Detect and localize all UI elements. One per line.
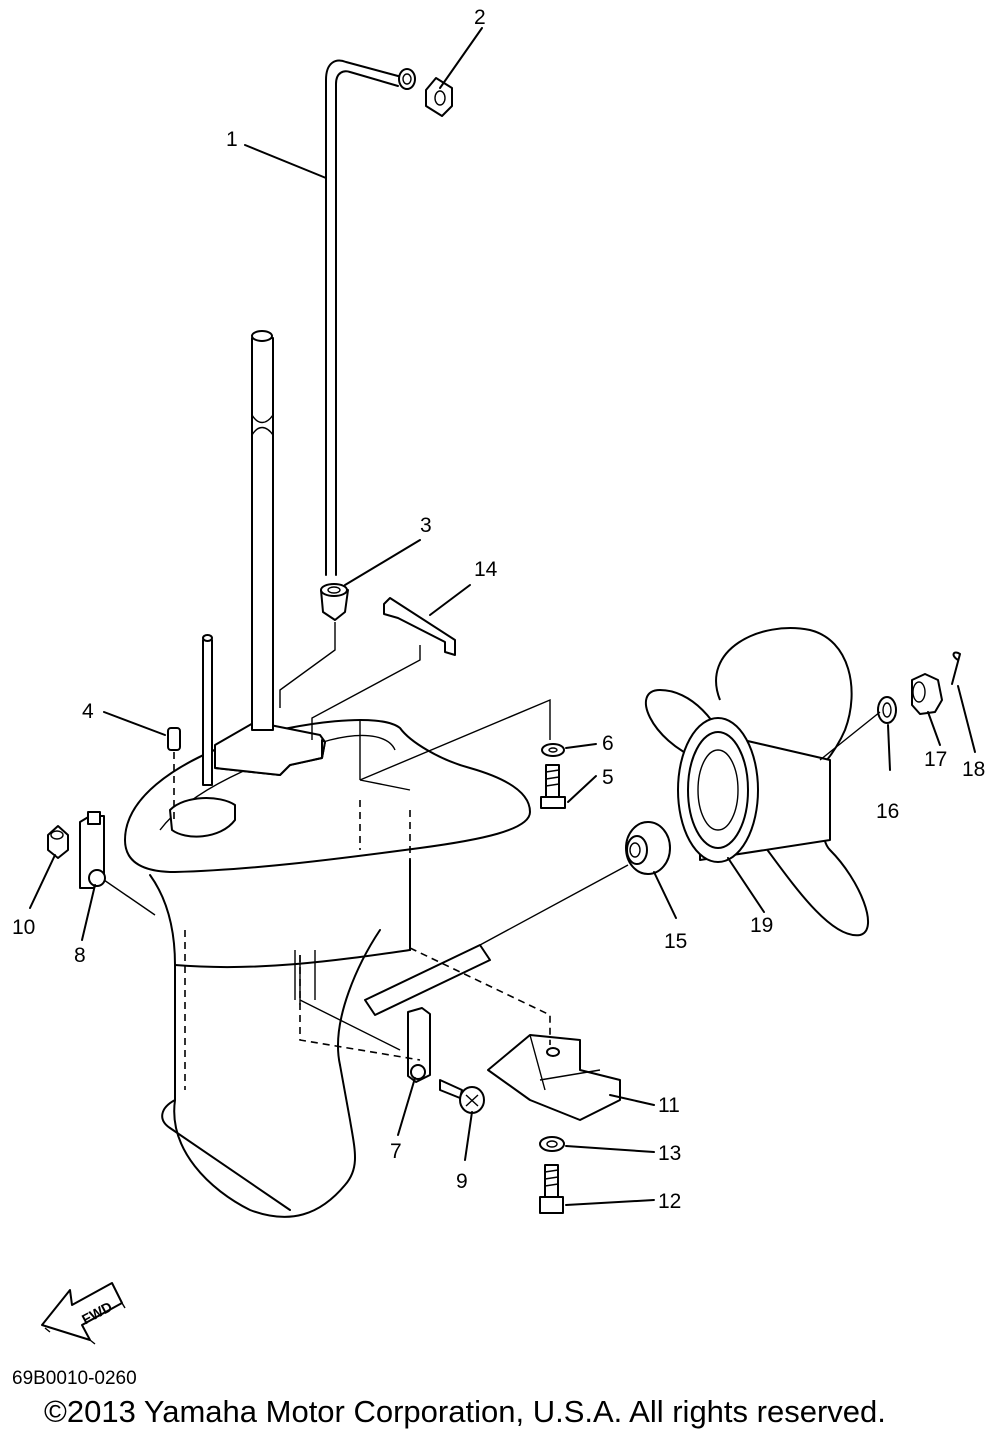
- propeller-shaft: [364, 944, 491, 1016]
- callout-numbers: 1 2 3 4 5 6 7 8 9 10 11 12 13 14 15 16 1…: [12, 6, 985, 1213]
- forward-direction-arrow: FWD: [41, 1282, 126, 1345]
- callout-14: 14: [474, 558, 498, 581]
- part-2-grommet: [425, 77, 453, 117]
- part-12-bolt: [539, 1164, 564, 1214]
- callout-8: 8: [74, 944, 86, 967]
- callout-7: 7: [390, 1140, 402, 1163]
- part-11-anode: [487, 1034, 621, 1121]
- callout-17: 17: [924, 748, 947, 771]
- callout-6: 6: [602, 732, 614, 755]
- part-13-washer: [539, 1136, 565, 1152]
- callout-4: 4: [82, 700, 94, 723]
- part-3-seal: [320, 583, 349, 621]
- callout-12: 12: [658, 1190, 681, 1213]
- drawing-code: 69B0010-0260: [12, 1368, 137, 1389]
- part-8-bracket: [79, 811, 106, 889]
- water-tube: [325, 59, 416, 576]
- callout-9: 9: [456, 1170, 468, 1193]
- callout-10: 10: [12, 916, 35, 939]
- part-6-washer: [541, 743, 565, 757]
- drive-shaft: [251, 330, 274, 731]
- part-18-cotter-pin: [951, 651, 961, 685]
- water-pump-housing: [169, 721, 326, 838]
- copyright-notice: ©2013 Yamaha Motor Corporation, U.S.A. A…: [44, 1394, 886, 1429]
- callout-2: 2: [474, 6, 486, 29]
- part-17-nut: [911, 673, 943, 715]
- part-9-screw: [439, 1079, 485, 1114]
- leader-lines: [29, 27, 976, 1206]
- callout-3: 3: [420, 514, 432, 537]
- part-10-nut: [47, 825, 69, 859]
- part-14-seal: [383, 597, 456, 656]
- shift-rod: [202, 634, 213, 786]
- part-16-washer: [877, 696, 897, 724]
- part-19-propeller: [644, 627, 870, 937]
- callout-11: 11: [658, 1094, 680, 1117]
- callout-15: 15: [664, 930, 687, 953]
- alignment-dash-lines: [173, 752, 551, 1090]
- part-5-bolt: [540, 764, 566, 809]
- callout-19: 19: [750, 914, 773, 937]
- part-7-bracket: [407, 1007, 431, 1083]
- callout-13: 13: [658, 1142, 681, 1165]
- callout-16: 16: [876, 800, 899, 823]
- callout-1: 1: [226, 128, 238, 151]
- callout-5: 5: [602, 766, 614, 789]
- part-15-washer: [625, 821, 671, 875]
- callout-18: 18: [962, 758, 985, 781]
- part-4-dowel-pin: [167, 727, 181, 751]
